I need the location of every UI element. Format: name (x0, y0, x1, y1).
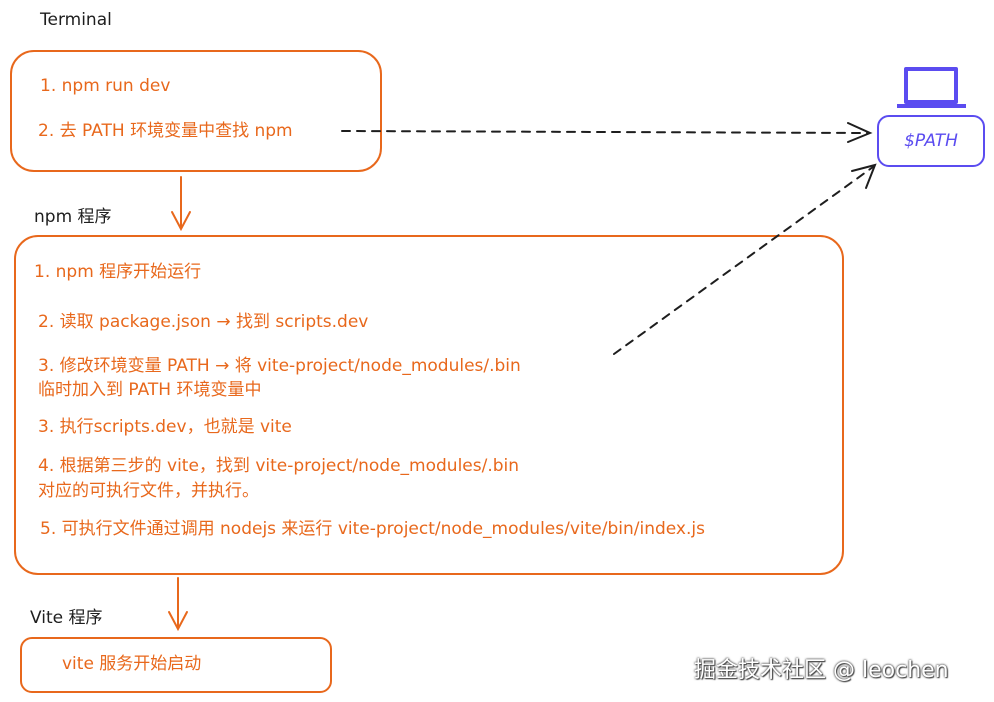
npm-step-1: 1. npm 程序开始运行 (34, 262, 202, 282)
path-node-label: $PATH (904, 131, 958, 151)
arrow-terminal-to-npm (171, 176, 191, 232)
npm-program-label: npm 程序 (34, 207, 112, 227)
watermark: 掘金技术社区 @ leochen (694, 658, 949, 683)
arrow-npm-to-vite (168, 577, 188, 632)
terminal-box (10, 50, 382, 172)
path-node: $PATH (877, 115, 985, 167)
terminal-label: Terminal (40, 10, 112, 30)
npm-step-3a: 3. 修改环境变量 PATH → 将 vite-project/node_mod… (38, 356, 521, 376)
npm-step-4b: 对应的可执行文件，并执行。 (38, 481, 259, 501)
arrow-npm-to-path (613, 163, 877, 355)
npm-program-box (14, 235, 844, 575)
npm-step-2: 2. 读取 package.json → 找到 scripts.dev (38, 312, 369, 332)
vite-program-label: Vite 程序 (30, 608, 103, 628)
arrow-terminal-to-path (341, 122, 873, 143)
terminal-step-1: 1. npm run dev (40, 76, 171, 96)
npm-step-4a: 4. 根据第三步的 vite，找到 vite-project/node_modu… (38, 456, 520, 476)
npm-step-3b: 临时加入到 PATH 环境变量中 (38, 380, 262, 400)
laptop-icon (897, 67, 966, 108)
vite-program-box (20, 637, 332, 693)
npm-step-5: 5. 可执行文件通过调用 nodejs 来运行 vite-project/nod… (40, 519, 705, 539)
vite-step-1: vite 服务开始启动 (62, 654, 202, 674)
terminal-step-2: 2. 去 PATH 环境变量中查找 npm (38, 121, 293, 141)
npm-step-3c: 3. 执行scripts.dev，也就是 vite (38, 417, 292, 437)
